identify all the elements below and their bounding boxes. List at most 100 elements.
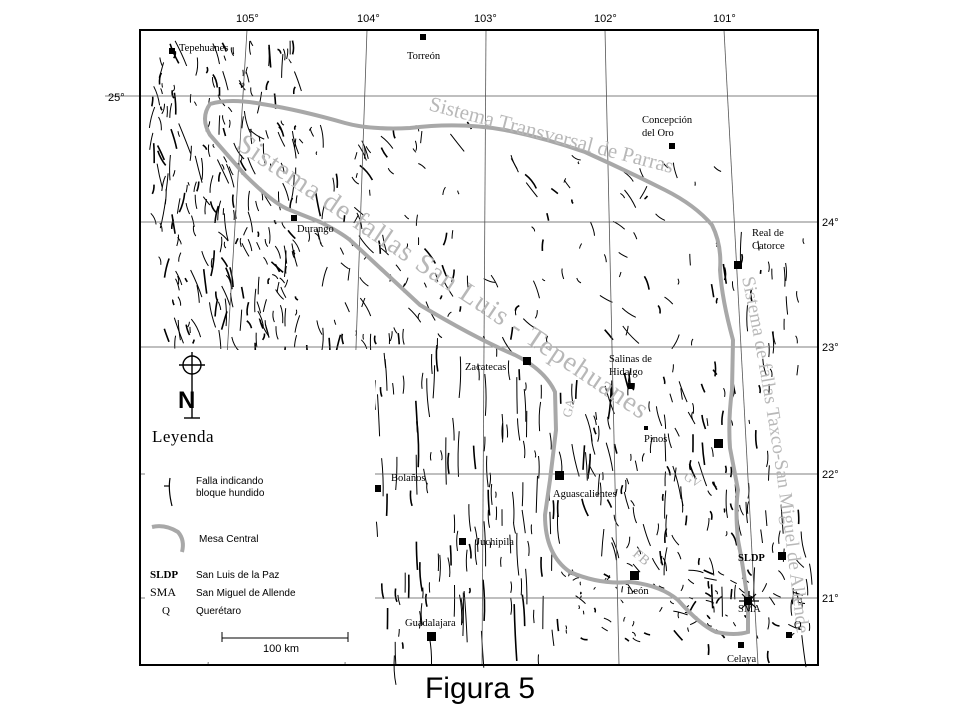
fault-line <box>223 71 228 90</box>
fault-line <box>186 203 190 214</box>
fault-line <box>566 630 567 634</box>
city-label-bolanos: Bolaños <box>391 473 425 484</box>
fault-line <box>179 253 181 262</box>
fault-system-parras-label: Sistema Transversal de Parras <box>427 92 677 178</box>
fault-line <box>580 596 581 598</box>
fault-line <box>616 587 617 589</box>
fault-line <box>450 545 451 565</box>
fault-line <box>174 318 183 344</box>
city-label-aguascalientes: Aguascalientes <box>553 489 617 500</box>
fault-line <box>160 199 165 228</box>
fault-line <box>159 257 161 265</box>
fault-line <box>712 584 713 608</box>
legend-sldp-symbol: SLDP <box>150 569 178 581</box>
fault-line <box>598 426 599 442</box>
fault-line <box>422 373 423 389</box>
longitude-label-102: 102° <box>594 13 617 25</box>
fault-line <box>448 312 452 317</box>
fault-line <box>421 131 422 143</box>
marker-bolanos <box>374 485 381 492</box>
legend-title: Leyenda <box>152 427 214 446</box>
fault-line <box>810 564 813 585</box>
structure-label-ga: GA <box>559 397 578 419</box>
fault-line <box>162 176 166 191</box>
fault-line <box>708 491 712 496</box>
fault-line <box>674 630 683 640</box>
fault-line <box>512 492 514 523</box>
fault-line <box>192 216 195 227</box>
fault-line <box>249 41 250 55</box>
fault-line <box>625 190 636 208</box>
fault-line <box>619 252 628 257</box>
fault-line <box>223 128 225 136</box>
fault-line <box>439 555 440 582</box>
fault-line <box>295 296 298 300</box>
fault-line <box>258 277 259 295</box>
fault-line <box>501 557 502 567</box>
fault-line <box>796 336 798 344</box>
fault-line <box>551 189 558 194</box>
fault-line <box>342 334 343 344</box>
fault-line <box>519 369 520 380</box>
fault-line <box>390 331 392 341</box>
fault-line <box>206 67 207 73</box>
fault-line <box>586 452 588 480</box>
fault-line <box>336 174 337 188</box>
fault-line <box>613 221 625 229</box>
fault-line <box>797 365 798 375</box>
fault-line <box>688 570 703 573</box>
fault-line <box>232 337 239 351</box>
fault-line <box>395 642 396 666</box>
fault-line <box>403 376 404 394</box>
fault-line <box>202 251 209 266</box>
fault-line <box>633 507 636 523</box>
fault-line <box>536 476 537 513</box>
fault-line <box>633 638 640 642</box>
fault-line <box>295 126 296 130</box>
city-label-tepehuanes: Tepehuanes <box>179 43 228 54</box>
fault-line <box>310 129 313 136</box>
fault-line <box>375 336 377 344</box>
fault-line <box>627 537 630 549</box>
fault-line <box>322 328 324 353</box>
legend: N Leyenda Falla indicando bloque hundido… <box>145 350 375 662</box>
fault-line <box>557 515 559 544</box>
fault-line <box>622 586 623 592</box>
fault-line <box>281 287 286 298</box>
fault-line <box>522 482 523 506</box>
fault-line <box>768 617 769 629</box>
fault-line <box>264 257 268 264</box>
fault-line <box>173 85 174 91</box>
fault-line <box>448 558 450 578</box>
fault-line <box>355 152 357 159</box>
fault-line <box>398 333 399 344</box>
fault-line <box>255 289 256 312</box>
city-label-salinas-de-hidalgo: Salinas de Hidalgo <box>609 354 655 378</box>
city-label-queretaro: Q <box>794 620 802 631</box>
fault-line <box>534 610 535 623</box>
fault-line <box>190 94 191 103</box>
fault-line <box>247 302 249 315</box>
fault-line <box>154 143 155 163</box>
fault-line <box>280 278 285 283</box>
fault-line <box>699 558 700 565</box>
fault-line <box>702 415 706 429</box>
fault-line <box>162 104 165 114</box>
fault-line <box>276 326 278 339</box>
fault-line <box>248 191 249 211</box>
fault-line <box>535 310 537 318</box>
fault-line <box>525 383 526 391</box>
fault-line <box>604 618 611 622</box>
fault-line <box>275 246 280 259</box>
latitude-label-24: 24° <box>822 217 839 229</box>
fault-line <box>452 230 453 239</box>
legend-sldp-text: San Luis de la Paz <box>196 570 279 581</box>
fault-line <box>590 466 596 477</box>
latitude-label-22: 22° <box>822 469 839 481</box>
fault-line <box>436 345 437 371</box>
fault-line <box>730 580 736 584</box>
fault-line <box>714 167 721 172</box>
fault-line <box>547 213 549 221</box>
fault-line <box>173 170 175 176</box>
